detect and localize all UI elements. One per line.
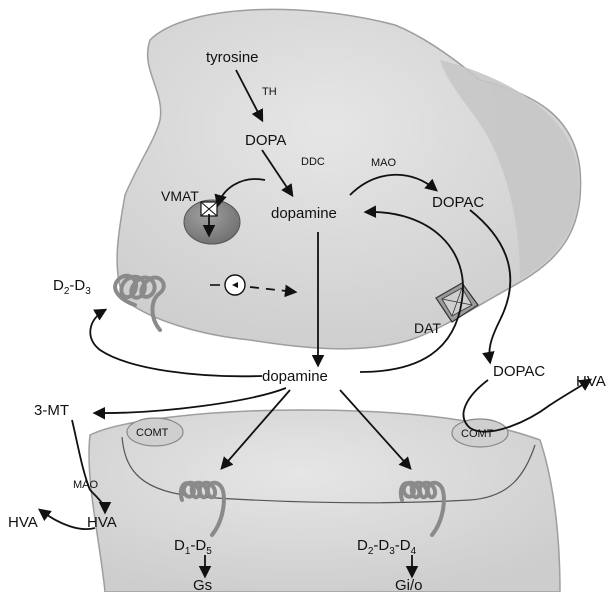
label-dopamine-cleft: dopamine [262, 368, 328, 385]
label-th: TH [262, 86, 277, 98]
label-dopamine-presynaptic: dopamine [271, 205, 337, 222]
arrow-dopamine-to-3mt [95, 388, 286, 413]
label-tyrosine: tyrosine [206, 49, 259, 66]
label-hva-bottom-left: HVA [8, 514, 38, 531]
label-comt-right: COMT [461, 428, 494, 440]
label-vmat: VMAT [161, 188, 199, 204]
label-gio: Gi/o [395, 577, 423, 592]
label-gs: Gs [193, 577, 212, 592]
label-mao-top: MAO [371, 157, 397, 169]
label-dopa: DOPA [245, 132, 286, 149]
label-comt-left: COMT [136, 427, 169, 439]
label-dopac-outer: DOPAC [493, 363, 545, 380]
label-hva-bottom-inner: HVA [87, 514, 117, 531]
label-dopac-inner: DOPAC [432, 194, 484, 211]
label-ddc: DDC [301, 156, 325, 168]
label-dat: DAT [414, 320, 441, 336]
label-hva-right: HVA [576, 373, 606, 390]
label-d2-d3-autoreceptor: D2-D3 [53, 277, 91, 297]
vmat-transporter-icon [201, 202, 217, 216]
label-mao-bottom: MAO [73, 479, 99, 491]
label-3-mt: 3-MT [34, 402, 69, 419]
